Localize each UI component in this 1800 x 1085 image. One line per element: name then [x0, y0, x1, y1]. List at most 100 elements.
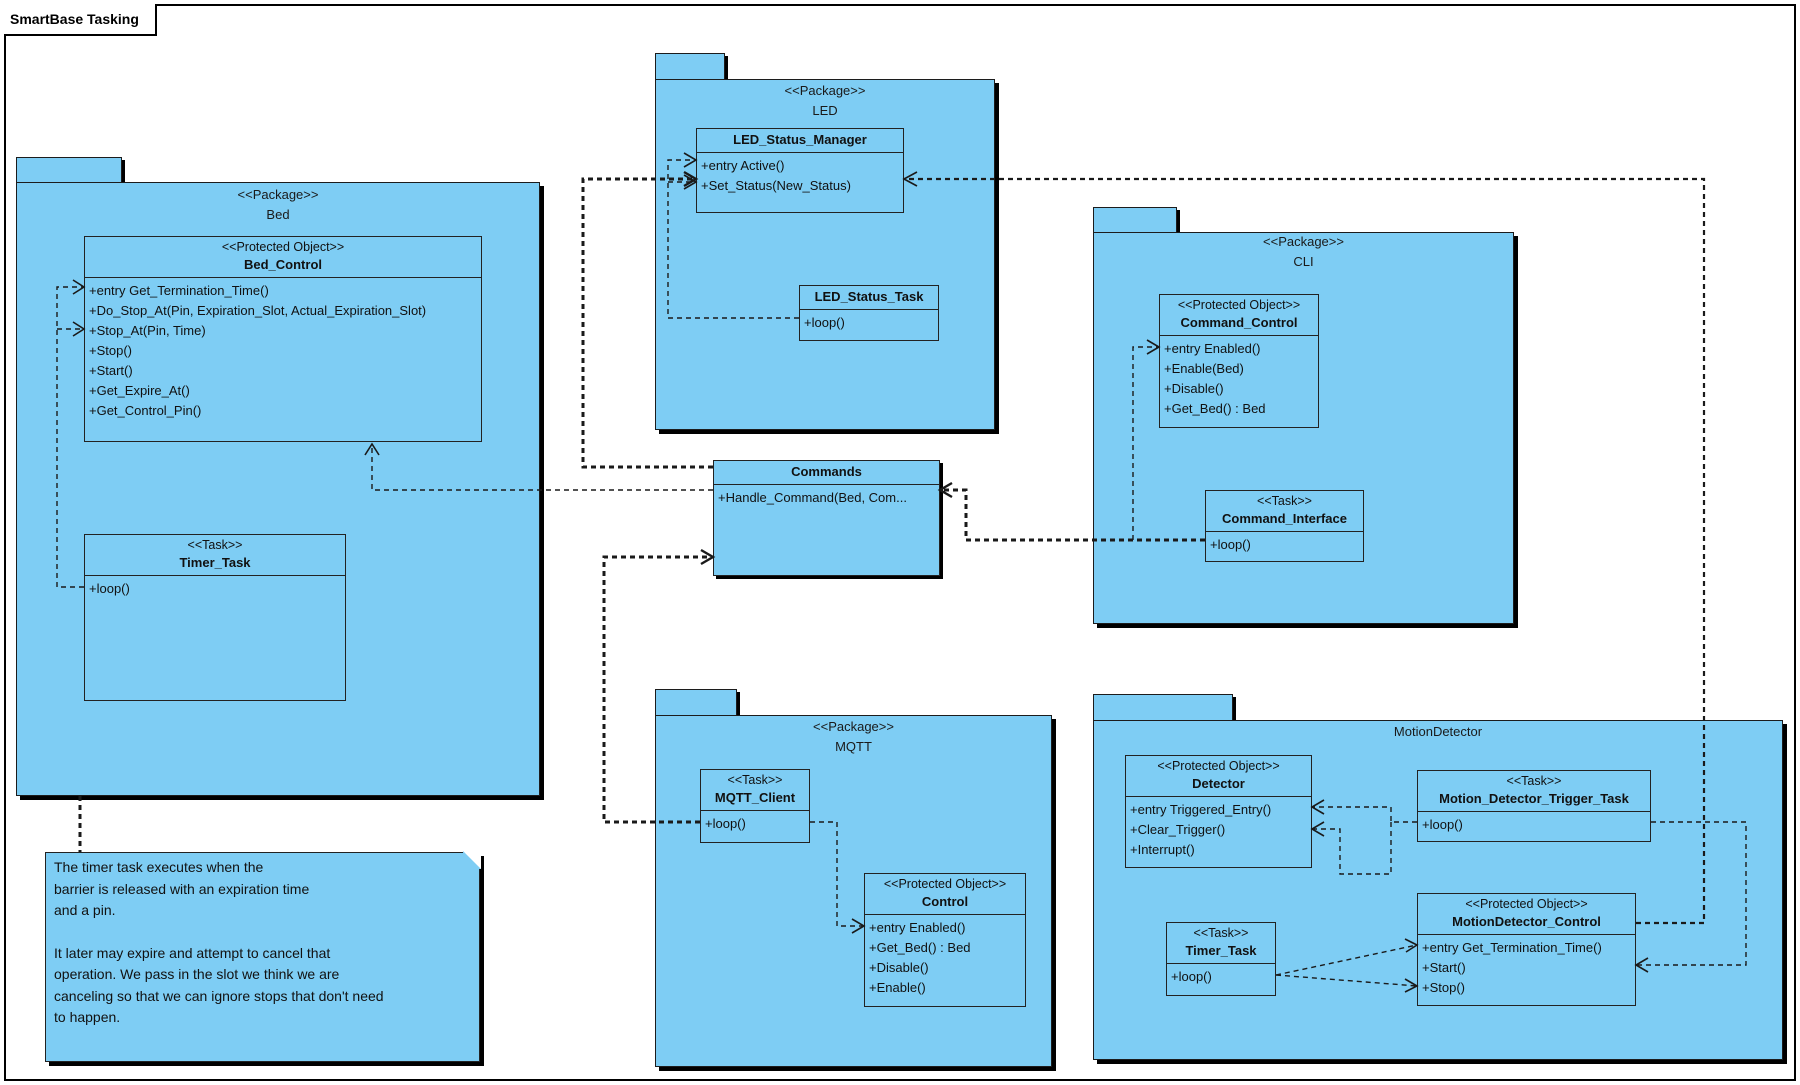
operation: +Disable() — [869, 960, 929, 975]
operation: +entry Get_Termination_Time() — [89, 283, 269, 298]
class-stereotype: <<Task>> — [727, 773, 783, 787]
package-stereotype: <<Package>> — [237, 187, 319, 202]
class-mqtt-control[interactable]: <<Protected Object>> Control +entry Enab… — [864, 873, 1026, 1007]
operation: +Stop_At(Pin, Time) — [89, 323, 206, 338]
operations-list: +entry Enabled() +Get_Bed() : Bed +Disab… — [865, 915, 1025, 1001]
operation: +Stop() — [89, 343, 132, 358]
operation: +entry Get_Termination_Time() — [1422, 940, 1602, 955]
class-led-status-manager[interactable]: LED_Status_Manager +entry Active() +Set_… — [696, 128, 904, 213]
diagram-frame — [4, 4, 1796, 1081]
operation: +entry Enabled() — [1164, 341, 1261, 356]
package-stereotype: <<Package>> — [813, 719, 894, 734]
operations-list: +entry Triggered_Entry() +Clear_Trigger(… — [1126, 797, 1311, 863]
operation: +loop() — [804, 315, 845, 330]
package-stereotype: <<Package>> — [784, 83, 866, 98]
class-name: Timer_Task — [1185, 943, 1257, 958]
operation: +Enable(Bed) — [1164, 361, 1244, 376]
operations-list: +entry Get_Termination_Time() +Start() +… — [1418, 935, 1635, 1001]
operations-list: +loop() — [701, 811, 809, 837]
note-paragraph: The timer task executes when the barrier… — [54, 857, 471, 922]
operations-list: +entry Get_Termination_Time() +Do_Stop_A… — [85, 278, 481, 424]
note-line: canceling so that we can ignore stops th… — [54, 987, 384, 1004]
operation: +Clear_Trigger() — [1130, 822, 1226, 837]
operation: +Get_Expire_At() — [89, 383, 190, 398]
class-motion-timer-task[interactable]: <<Task>> Timer_Task +loop() — [1166, 922, 1276, 996]
class-name: MotionDetector_Control — [1452, 914, 1601, 929]
note-line: and a pin. — [54, 902, 116, 918]
note-line: It later may expire and attempt to cance… — [54, 944, 331, 961]
class-name: Commands — [791, 464, 862, 479]
operations-list: +loop() — [85, 576, 345, 602]
class-command-interface[interactable]: <<Task>> Command_Interface +loop() — [1205, 490, 1364, 562]
operations-list: +loop() — [800, 310, 938, 336]
package-stereotype: <<Package>> — [1263, 234, 1344, 249]
class-name: Timer_Task — [179, 555, 251, 570]
class-name: Command_Control — [1180, 315, 1298, 330]
operation: +Start() — [1422, 960, 1466, 975]
operation: +loop() — [1171, 969, 1212, 984]
class-stereotype: <<Protected Object>> — [883, 877, 1007, 891]
operation: +Get_Control_Pin() — [89, 403, 202, 418]
package-led-tab — [655, 53, 725, 80]
class-stereotype: <<Protected Object>> — [1157, 759, 1280, 773]
class-mqtt-client[interactable]: <<Task>> MQTT_Client +loop() — [700, 769, 810, 843]
operations-list: +loop() — [1418, 812, 1650, 838]
operation: +loop() — [1210, 537, 1251, 552]
note-paragraph: It later may expire and attempt to cance… — [54, 943, 471, 1029]
package-cli[interactable]: <<Package>> CLI — [1093, 232, 1514, 624]
operation: +loop() — [1422, 817, 1463, 832]
operation: +Handle_Command(Bed, Com... — [718, 490, 907, 505]
class-commands[interactable]: Commands +Handle_Command(Bed, Com... — [713, 460, 940, 576]
note-line: The timer task executes when the — [54, 859, 264, 875]
operation: +entry Active() — [701, 158, 785, 173]
operation: +Enable() — [869, 980, 926, 995]
class-bed-control[interactable]: <<Protected Object>> Bed_Control +entry … — [84, 236, 482, 442]
class-name: Command_Interface — [1222, 511, 1347, 526]
operation: +Disable() — [1164, 381, 1224, 396]
class-motion-trigger-task[interactable]: <<Task>> Motion_Detector_Trigger_Task +l… — [1417, 770, 1651, 842]
class-detector[interactable]: <<Protected Object>> Detector +entry Tri… — [1125, 755, 1312, 868]
package-mqtt-tab — [655, 689, 737, 716]
package-name: LED — [812, 103, 838, 118]
operations-list: +Handle_Command(Bed, Com... — [714, 485, 939, 511]
class-stereotype: <<Task>> — [1193, 926, 1249, 940]
operation: +loop() — [89, 581, 130, 596]
frame-title: SmartBase Tasking — [4, 4, 157, 36]
operation: +entry Enabled() — [869, 920, 966, 935]
package-name: MQTT — [835, 739, 872, 754]
operation: +Get_Bed() : Bed — [869, 940, 971, 955]
operations-list: +loop() — [1167, 964, 1275, 990]
note-line: barrier is released with an expiration t… — [54, 880, 310, 897]
class-stereotype: <<Task>> — [187, 538, 243, 552]
class-name: MQTT_Client — [714, 790, 796, 805]
class-name: Detector — [1192, 776, 1245, 791]
package-bed-tab — [16, 157, 122, 183]
class-stereotype: <<Protected Object>> — [221, 240, 345, 254]
operation: +Start() — [89, 363, 133, 378]
operation: +loop() — [705, 816, 746, 831]
class-name: LED_Status_Manager — [733, 132, 867, 147]
operations-list: +entry Enabled() +Enable(Bed) +Disable()… — [1160, 336, 1318, 422]
operation: +Interrupt() — [1130, 842, 1195, 857]
class-name: Motion_Detector_Trigger_Task — [1439, 791, 1629, 806]
class-name: LED_Status_Task — [814, 289, 924, 304]
package-name: Bed — [266, 207, 290, 222]
operation: +Get_Bed() : Bed — [1164, 401, 1266, 416]
comment-note[interactable]: The timer task executes when the barrier… — [45, 851, 481, 1062]
package-name: MotionDetector — [1393, 724, 1483, 739]
class-name: Bed_Control — [244, 257, 322, 272]
note-line: operation. We pass in the slot we think … — [54, 966, 340, 982]
package-name: CLI — [1293, 254, 1314, 269]
class-stereotype: <<Task>> — [1506, 774, 1562, 788]
note-line: to happen. — [54, 1009, 121, 1025]
class-command-control[interactable]: <<Protected Object>> Command_Control +en… — [1159, 294, 1319, 428]
package-cli-tab — [1093, 207, 1177, 233]
class-bed-timer-task[interactable]: <<Task>> Timer_Task +loop() — [84, 534, 346, 701]
class-name: Control — [921, 894, 969, 909]
class-stereotype: <<Protected Object>> — [1465, 897, 1588, 911]
operation: +Stop() — [1422, 980, 1465, 995]
operations-list: +entry Active() +Set_Status(New_Status) — [697, 153, 903, 199]
class-led-status-task[interactable]: LED_Status_Task +loop() — [799, 285, 939, 341]
operation: +entry Triggered_Entry() — [1130, 802, 1272, 817]
class-motiondetector-control[interactable]: <<Protected Object>> MotionDetector_Cont… — [1417, 893, 1636, 1006]
